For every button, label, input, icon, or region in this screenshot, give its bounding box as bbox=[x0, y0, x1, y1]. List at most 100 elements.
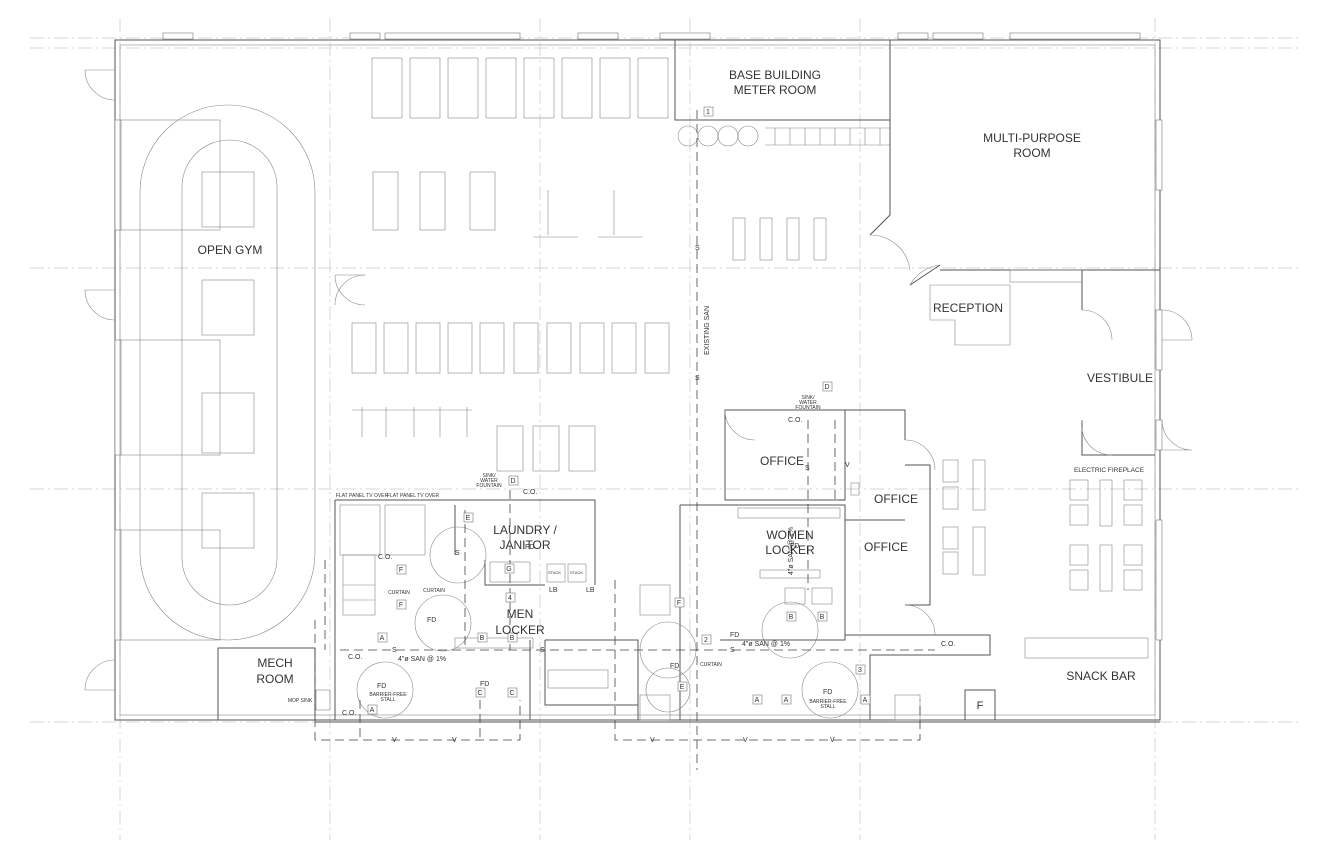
fitness-equipment bbox=[351, 57, 827, 472]
cleanout-label-6: C.O. bbox=[941, 641, 955, 648]
vent-mark-5: V bbox=[830, 737, 835, 744]
room-label-mech-line2: ROOM bbox=[256, 672, 293, 686]
room-label-laundry-line1: LAUNDRY / bbox=[493, 523, 557, 537]
note-water-fountain-1-line2: WATER bbox=[480, 478, 498, 484]
room-label-open-gym: OPEN GYM bbox=[198, 243, 263, 257]
floor-drain-label-3: FD bbox=[730, 632, 739, 639]
san-mark-4: S bbox=[540, 647, 545, 654]
cleanout-label-2: C.O. bbox=[788, 417, 802, 424]
note-barrier-free-1-line2: STALL bbox=[381, 697, 396, 703]
showers bbox=[356, 526, 921, 721]
tag-2: 2 bbox=[704, 637, 708, 644]
room-label-multipurpose-line1: MULTI-PURPOSE bbox=[983, 131, 1081, 145]
note-curtain-3: CURTAIN bbox=[700, 662, 722, 668]
tag-b-1: B bbox=[480, 635, 485, 642]
tag-a-5: A bbox=[863, 697, 868, 704]
floor-drain-label-8: FD bbox=[525, 544, 534, 551]
tag-e-1: E bbox=[466, 515, 471, 522]
tag-g-1: G bbox=[506, 566, 511, 573]
grid-lines bbox=[30, 18, 1300, 840]
vent-mark-1: V bbox=[392, 737, 397, 744]
tag-f-4: F bbox=[977, 700, 984, 712]
note-san-women: 4"ø SAN @ 1% bbox=[742, 641, 790, 648]
floor-drain-label-2: FD bbox=[670, 663, 679, 670]
floor-drain-label-6: FD bbox=[823, 689, 832, 696]
offices bbox=[724, 409, 936, 636]
lav-basin-label-2: LB bbox=[586, 587, 595, 594]
room-label-multipurpose-line2: ROOM bbox=[1013, 146, 1050, 160]
room-label-men-line2: LOCKER bbox=[495, 623, 545, 637]
note-flat-panel-2: FLAT PANEL TV OVER bbox=[387, 493, 440, 499]
san-mark-7: S bbox=[455, 550, 460, 557]
san-mark-1: S bbox=[695, 245, 700, 252]
san-mark-5: S bbox=[730, 647, 735, 654]
note-san-vertical: 4"ø SAN @ 1% bbox=[788, 527, 795, 575]
vent-mark-4: V bbox=[743, 737, 748, 744]
tag-d-1: D bbox=[510, 478, 515, 485]
sanitary-lines bbox=[314, 110, 935, 770]
tag-a-2: A bbox=[370, 707, 375, 714]
note-electric-fireplace: ELECTRIC FIREPLACE bbox=[1074, 467, 1145, 474]
note-water-fountain-1-line3: FOUNTAIN bbox=[476, 483, 502, 489]
tag-f-2: F bbox=[399, 602, 403, 609]
san-mark-3: S bbox=[392, 647, 397, 654]
tag-4: 4 bbox=[508, 595, 512, 602]
cleanout-label-3: C.O. bbox=[378, 554, 392, 561]
floor-drain-label-4: FD bbox=[377, 683, 386, 690]
lav-basin-label-1: LB bbox=[549, 587, 558, 594]
tag-f-3: F bbox=[677, 600, 681, 607]
multipurpose-walls bbox=[869, 40, 1160, 286]
reception-vestibule bbox=[929, 269, 1193, 456]
tag-1: 1 bbox=[706, 109, 710, 116]
note-mop-sink: MOP SINK bbox=[288, 698, 313, 704]
running-track bbox=[119, 104, 316, 641]
note-barrier-free-1-line1: BARRIER-FREE bbox=[369, 692, 407, 698]
note-flat-panel-1: FLAT PANEL TV OVER bbox=[336, 493, 389, 499]
tag-c-2: C bbox=[509, 690, 514, 697]
tag-b-3: B bbox=[789, 614, 794, 621]
san-mark-2: S bbox=[695, 375, 700, 382]
women-locker-walls bbox=[679, 504, 1149, 721]
stack-label-1: STACK bbox=[548, 570, 561, 575]
room-label-meter-room-line2: METER ROOM bbox=[734, 83, 817, 97]
note-water-fountain-1-line1: SINK/ bbox=[482, 473, 496, 479]
stack-label-2: STACK bbox=[570, 570, 583, 575]
fixture-tags bbox=[367, 381, 871, 715]
room-label-reception: RECEPTION bbox=[933, 301, 1003, 315]
room-label-laundry-line2: JANITOR bbox=[499, 538, 550, 552]
vent-mark-3: V bbox=[650, 737, 655, 744]
room-label-snack-bar: SNACK BAR bbox=[1066, 669, 1136, 683]
note-curtain-1: CURTAIN bbox=[388, 590, 410, 596]
gym-doors bbox=[84, 69, 366, 691]
room-label-mech-line1: MECH bbox=[257, 656, 292, 670]
tag-e-2: E bbox=[680, 684, 685, 691]
vent-mark-6: V bbox=[845, 462, 850, 469]
lounge-furniture bbox=[942, 459, 1143, 592]
cleanout-label-1: C.O. bbox=[523, 489, 537, 496]
room-label-office-1: OFFICE bbox=[760, 454, 804, 468]
tag-b-4: B bbox=[820, 614, 825, 621]
note-water-fountain-2-line3: FOUNTAIN bbox=[795, 405, 821, 411]
tag-c-1: C bbox=[477, 690, 482, 697]
note-curtain-2: CURTAIN bbox=[423, 588, 445, 594]
room-label-meter-room-line1: BASE BUILDING bbox=[729, 68, 821, 82]
note-water-fountain-2-line1: SINK/ bbox=[801, 395, 815, 401]
room-label-women-line1: WOMEN bbox=[766, 528, 813, 542]
tag-f-1: F bbox=[399, 567, 403, 574]
vent-mark-2: V bbox=[452, 737, 457, 744]
floor-drain-label-1: FD bbox=[427, 617, 436, 624]
floor-drain-label-5: FD bbox=[480, 681, 489, 688]
pipe-markers: S S S S S S S V V V V V V bbox=[392, 245, 850, 744]
tag-a-3: A bbox=[755, 697, 760, 704]
floor-drain-label-7: FD bbox=[790, 543, 799, 550]
room-label-men-line1: MEN bbox=[507, 607, 534, 621]
tag-d-2: D bbox=[824, 384, 829, 391]
note-water-fountain-2-line2: WATER bbox=[799, 400, 817, 406]
note-existing-san: EXISTING SAN bbox=[704, 306, 711, 355]
tag-a-1: A bbox=[380, 635, 385, 642]
note-san-men: 4"ø SAN @ 1% bbox=[398, 656, 446, 663]
windows bbox=[114, 32, 1163, 641]
note-barrier-free-2-line1: BARRIER-FREE bbox=[809, 699, 847, 705]
note-barrier-free-2-line2: STALL bbox=[821, 704, 836, 710]
